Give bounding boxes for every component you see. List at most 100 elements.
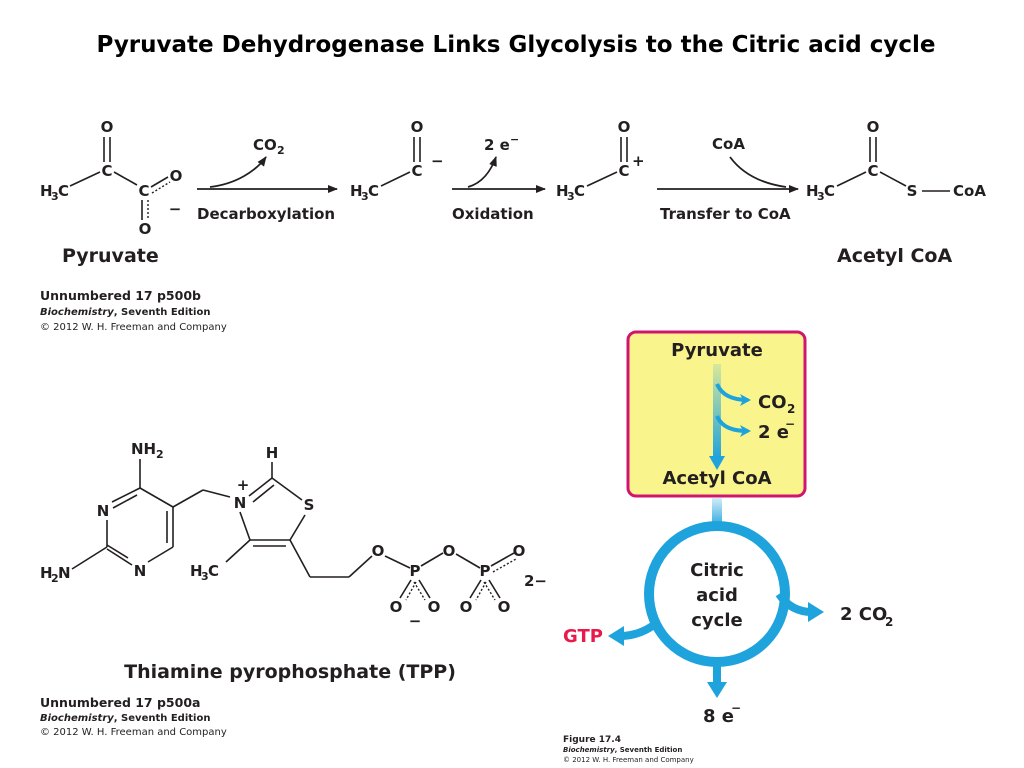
atom-h-sub: 3 (361, 190, 369, 203)
atom-n: N (134, 562, 147, 580)
atom-o: O (101, 118, 114, 136)
atom-h-sub: 3 (567, 190, 575, 203)
step3-label: Transfer to CoA (660, 205, 791, 223)
fig-out-e: 8 e (703, 706, 734, 727)
fig-electrons: 2 e (758, 422, 789, 443)
atom-h: H (556, 182, 569, 200)
atom-o: O (170, 167, 183, 185)
step2-label: Oxidation (452, 205, 534, 223)
decarboxylation-arrow: CO 2 Decarboxylation (197, 136, 338, 223)
atom-nh-sub: 2 (156, 448, 164, 461)
tpp-structure: NH 2 N N H 2 N N + H S (40, 440, 547, 630)
cycle-line3: cycle (691, 610, 742, 631)
fig-co2-sub: 2 (787, 402, 795, 416)
atom-o: O (618, 118, 631, 136)
fig-out-e-sup: − (731, 701, 741, 715)
charge-plus: + (632, 152, 645, 170)
caption-bottom-line2: Biochemistry, Seventh Edition (40, 713, 210, 724)
atom-p: P (480, 562, 491, 580)
atom-h: H (40, 182, 53, 200)
atom-o: O (513, 542, 526, 560)
atom-o: O (867, 118, 880, 136)
atom-o: O (411, 118, 424, 136)
step1-product-sub: 2 (277, 144, 285, 157)
atom-c: C (867, 162, 878, 180)
atom-c: C (138, 182, 149, 200)
atom-o: O (443, 542, 456, 560)
atom-o: O (139, 220, 152, 238)
fig-acetylcoa: Acetyl CoA (662, 468, 771, 489)
atom-c: C (58, 182, 69, 200)
fig-caption-line2: Biochemistry, Seventh Edition (563, 746, 682, 754)
co2-out-arrow-head (808, 602, 824, 622)
fig-stem (713, 364, 721, 458)
slide-title: Pyruvate Dehydrogenase Links Glycolysis … (97, 32, 936, 58)
charge-minus: − (169, 200, 182, 218)
atom-h2n-n: N (58, 564, 71, 582)
step2-product-sup: − (510, 133, 519, 146)
step1-product: CO (253, 136, 277, 154)
cycle-line1: Citric (690, 560, 744, 581)
fig-pyruvate: Pyruvate (671, 340, 763, 361)
atom-c: C (618, 162, 629, 180)
caption-top-line2: Biochemistry, Seventh Edition (40, 307, 210, 318)
atom-o: O (390, 598, 403, 616)
charge-minus: − (431, 152, 444, 170)
fig-out-co2: 2 CO (840, 604, 887, 625)
step2-product: 2 e (484, 136, 510, 154)
fig-stem-head (709, 456, 725, 470)
charge-plus: + (237, 476, 250, 494)
atom-h-sub: 3 (51, 190, 59, 203)
atom-h3c-sub: 3 (201, 570, 209, 583)
atom-o: O (498, 598, 511, 616)
atom-c: C (101, 162, 112, 180)
transfer-arrow: CoA Transfer to CoA (657, 135, 799, 223)
gtp-arrow (619, 620, 658, 640)
atom-o: O (460, 598, 473, 616)
fig-electrons-sup: − (785, 417, 795, 431)
acetylcoa-structure: O C H 3 C S CoA (806, 118, 986, 203)
atom-nh: NH (131, 440, 156, 458)
acetyl-anion-structure: O C − H 3 C (350, 118, 444, 203)
co2-branch-arrow (715, 383, 751, 406)
pyruvate-structure: O C H 3 C C O O − (40, 118, 182, 238)
acetylcoa-label: Acetyl CoA (837, 245, 952, 267)
electron-out-arrow-head (707, 682, 727, 698)
step1-label: Decarboxylation (197, 205, 335, 223)
atom-h2n-sub: 2 (51, 572, 59, 585)
oxidation-arrow: 2 e − Oxidation (452, 133, 546, 223)
atom-h: H (350, 182, 363, 200)
pyruvate-label: Pyruvate (62, 245, 159, 267)
fig-out-co2-sub: 2 (885, 615, 893, 629)
fig-co2: CO (758, 392, 787, 413)
atom-coa: CoA (953, 182, 986, 200)
atom-o: O (428, 598, 441, 616)
caption-bottom-line1: Unnumbered 17 p500a (40, 695, 200, 710)
atom-h-sub: 3 (817, 190, 825, 203)
atom-h3c-h: H (190, 562, 203, 580)
atom-c: C (574, 182, 585, 200)
gtp-arrow-head (608, 626, 624, 646)
fig-connector (712, 498, 722, 528)
atom-h3c-c: C (208, 562, 219, 580)
atom-o: O (372, 542, 385, 560)
atom-n: N (97, 502, 110, 520)
atom-n-plus: N (234, 494, 247, 512)
atom-h2n-h: H (40, 564, 53, 582)
caption-bottom: Unnumbered 17 p500a Biochemistry, Sevent… (40, 695, 227, 738)
atom-c: C (411, 162, 422, 180)
acetyl-cation-structure: O C + H 3 C (556, 118, 645, 203)
atom-c: C (824, 182, 835, 200)
caption-top: Unnumbered 17 p500b Biochemistry, Sevent… (40, 288, 227, 333)
fig-caption-line3: © 2012 W. H. Freeman and Company (563, 756, 694, 764)
caption-top-line3: © 2012 W. H. Freeman and Company (40, 322, 227, 333)
charge-minus: − (409, 612, 422, 630)
caption-bottom-line3: © 2012 W. H. Freeman and Company (40, 727, 227, 738)
tpp-name: Thiamine pyrophosphate (TPP) (124, 661, 456, 683)
atom-h: H (266, 444, 279, 462)
atom-s: S (304, 496, 315, 514)
step3-reagent: CoA (712, 135, 745, 153)
figure-17-4: Pyruvate CO 2 2 e − Acetyl CoA Citric ac… (563, 330, 893, 764)
atom-c: C (368, 182, 379, 200)
